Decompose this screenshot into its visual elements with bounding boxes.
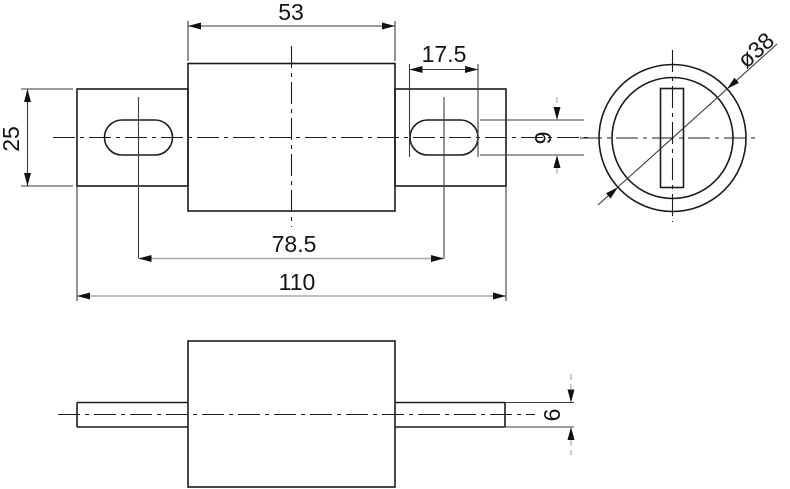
dimension-overall-length: 110 xyxy=(76,186,507,301)
arrowhead xyxy=(409,66,423,73)
dimension-label-slot-length: 17.5 xyxy=(422,41,467,67)
arrowhead xyxy=(77,292,90,300)
arrowhead xyxy=(24,173,31,186)
body-inner-circle xyxy=(611,76,734,200)
dimension-label-tag-thickness: 6 xyxy=(539,409,565,422)
arrowhead xyxy=(138,255,152,262)
dimension-slot-length: 17.5 xyxy=(408,41,479,157)
arrowhead xyxy=(567,427,575,440)
side-left-tag-outline xyxy=(76,401,188,428)
front-view: 53 17.5 25 9 xyxy=(0,0,590,301)
body-outer-circle xyxy=(598,63,747,213)
dimension-fixing-centres: 78.5 xyxy=(138,231,444,262)
dimension-label-tag-width: 25 xyxy=(0,126,24,152)
arrowhead xyxy=(382,22,395,30)
arrowhead xyxy=(431,255,444,262)
left-tag-outline xyxy=(76,88,189,187)
dimension-tag-thickness: 6 xyxy=(505,374,575,455)
dimension-label-body-length: 53 xyxy=(278,0,304,25)
side-right-tag-outline xyxy=(395,401,506,428)
arrowhead xyxy=(465,66,478,73)
end-blade-outline xyxy=(659,87,685,189)
end-view: ø38 xyxy=(580,27,779,222)
arrowhead xyxy=(606,187,618,199)
dimension-tag-width: 25 xyxy=(0,88,73,187)
arrowhead xyxy=(24,89,31,102)
arrowhead xyxy=(553,107,561,120)
side-body-outline xyxy=(187,340,396,488)
side-view: 6 xyxy=(58,340,575,488)
arrowhead xyxy=(188,22,201,30)
dimension-label-overall-length: 110 xyxy=(279,269,316,295)
right-tag-outline xyxy=(394,88,507,187)
dimension-body-diameter: ø38 xyxy=(597,27,779,206)
dimension-body-length: 53 xyxy=(187,0,396,61)
dimension-slot-width: 9 xyxy=(480,97,584,178)
arrowhead xyxy=(727,77,739,89)
arrowhead xyxy=(493,292,506,300)
dimension-label-slot-width: 9 xyxy=(530,132,556,145)
arrowhead xyxy=(567,389,575,403)
dimension-label-fixing-centres: 78.5 xyxy=(272,231,317,257)
dimension-label-body-diameter: ø38 xyxy=(732,27,779,73)
diameter-leader-line xyxy=(597,43,778,206)
arrowhead xyxy=(553,155,561,168)
